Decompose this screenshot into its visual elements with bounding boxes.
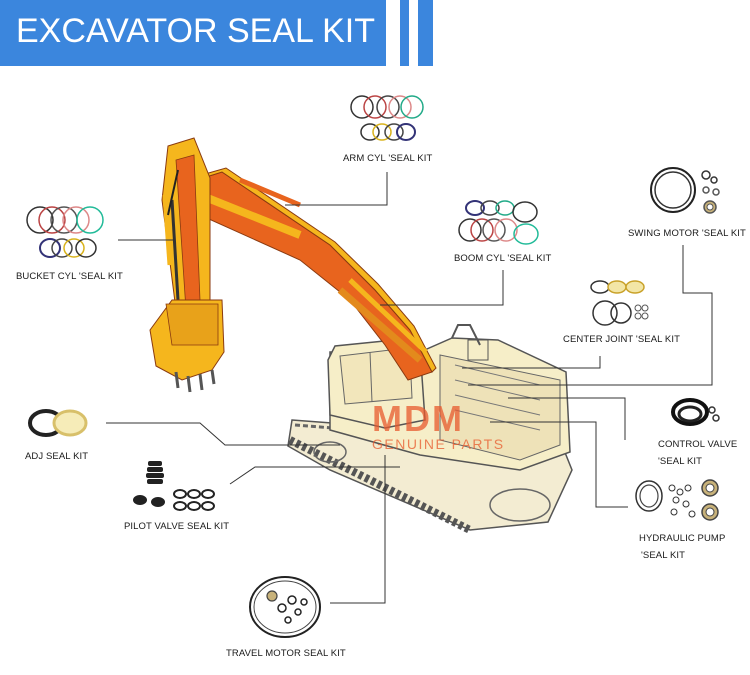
excavator-illustration <box>149 137 573 534</box>
header-stripe <box>418 0 433 66</box>
pilot-valve-seal-kit-image <box>133 461 215 511</box>
label-control-valve-seal-kit: 'SEAL KIT <box>658 456 703 467</box>
arm <box>161 137 211 319</box>
header-stripe <box>400 0 409 66</box>
label-arm-cyl-seal-kit: ARM CYL 'SEAL KIT <box>343 153 433 164</box>
watermark-logo: MDM GENUINE PARTS <box>372 398 505 452</box>
travel-motor-seal-kit-image <box>249 576 321 638</box>
boom <box>189 167 437 381</box>
page-title: EXCAVATOR SEAL KIT <box>16 12 375 50</box>
label-control-valve: CONTROL VALVE <box>658 439 738 450</box>
leader-lines <box>106 172 713 604</box>
label-boom-cyl-seal-kit: BOOM CYL 'SEAL KIT <box>454 253 552 264</box>
boom-cyl-seal-kit-image <box>458 200 539 245</box>
label-adj-seal-kit: ADJ SEAL KIT <box>25 451 89 462</box>
label-pilot-valve-seal-kit: PILOT VALVE SEAL KIT <box>124 521 230 532</box>
header: EXCAVATOR SEAL KIT <box>0 0 750 66</box>
label-swing-motor-seal-kit: SWING MOTOR 'SEAL KIT <box>628 228 746 239</box>
label-travel-motor-seal-kit: TRAVEL MOTOR SEAL KIT <box>226 648 346 659</box>
leader-line-travel <box>330 455 386 604</box>
bucket-cyl-seal-kit-image <box>26 206 104 258</box>
swing-motor-seal-kit-image <box>650 167 720 214</box>
title-bar: EXCAVATOR SEAL KIT <box>0 0 386 66</box>
leader-line-pilot <box>229 466 400 485</box>
control-valve-seal-kit-image <box>671 398 720 426</box>
label-hydraulic-pump-seal-kit: 'SEAL KIT <box>641 550 686 561</box>
center-joint-seal-kit-image <box>590 280 649 326</box>
leader-line-boom <box>380 270 504 306</box>
leader-line-adj <box>106 422 340 446</box>
label-hydraulic-pump: HYDRAULIC PUMP <box>639 533 726 544</box>
leader-line-control <box>508 397 626 440</box>
leader-line-swing <box>468 245 713 386</box>
label-bucket-cyl-seal-kit: BUCKET CYL 'SEAL KIT <box>16 271 123 282</box>
arm-cyl-seal-kit-image <box>350 95 424 141</box>
leader-line-pump <box>490 421 628 508</box>
watermark-brand: MDM <box>372 398 464 439</box>
watermark-tagline: GENUINE PARTS <box>372 436 505 452</box>
adj-seal-kit-image <box>28 409 88 437</box>
leader-line-center <box>462 356 601 369</box>
hydraulic-pump-seal-kit-image <box>635 479 719 521</box>
leader-line-arm <box>285 172 388 206</box>
label-center-joint-seal-kit: CENTER JOINT 'SEAL KIT <box>563 334 680 345</box>
bucket <box>149 299 225 393</box>
